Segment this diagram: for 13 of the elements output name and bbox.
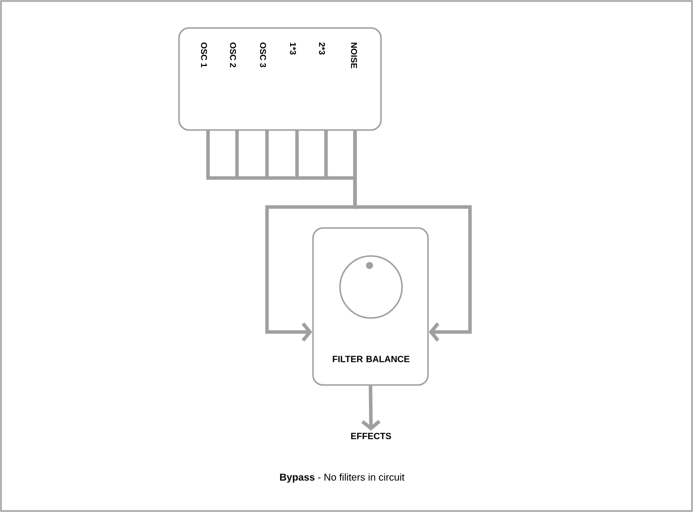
mixer-box [178,27,382,131]
channel-label: NOISE [351,42,357,68]
channel-label: OSC 3 [260,42,266,68]
filter-label: FILTER BALANCE [332,356,410,362]
output-label: EFFECTS [351,432,392,440]
channel-label: OSC 1 [201,42,207,68]
channel-label: OSC 2 [230,42,236,68]
filter-box [312,227,429,386]
arrow [361,386,381,431]
arrow [353,130,472,342]
caption: Bypass - No filiters in circuit [280,473,404,483]
channel-label: 1*3 [290,42,296,55]
channel-label: 2*3 [319,42,325,55]
